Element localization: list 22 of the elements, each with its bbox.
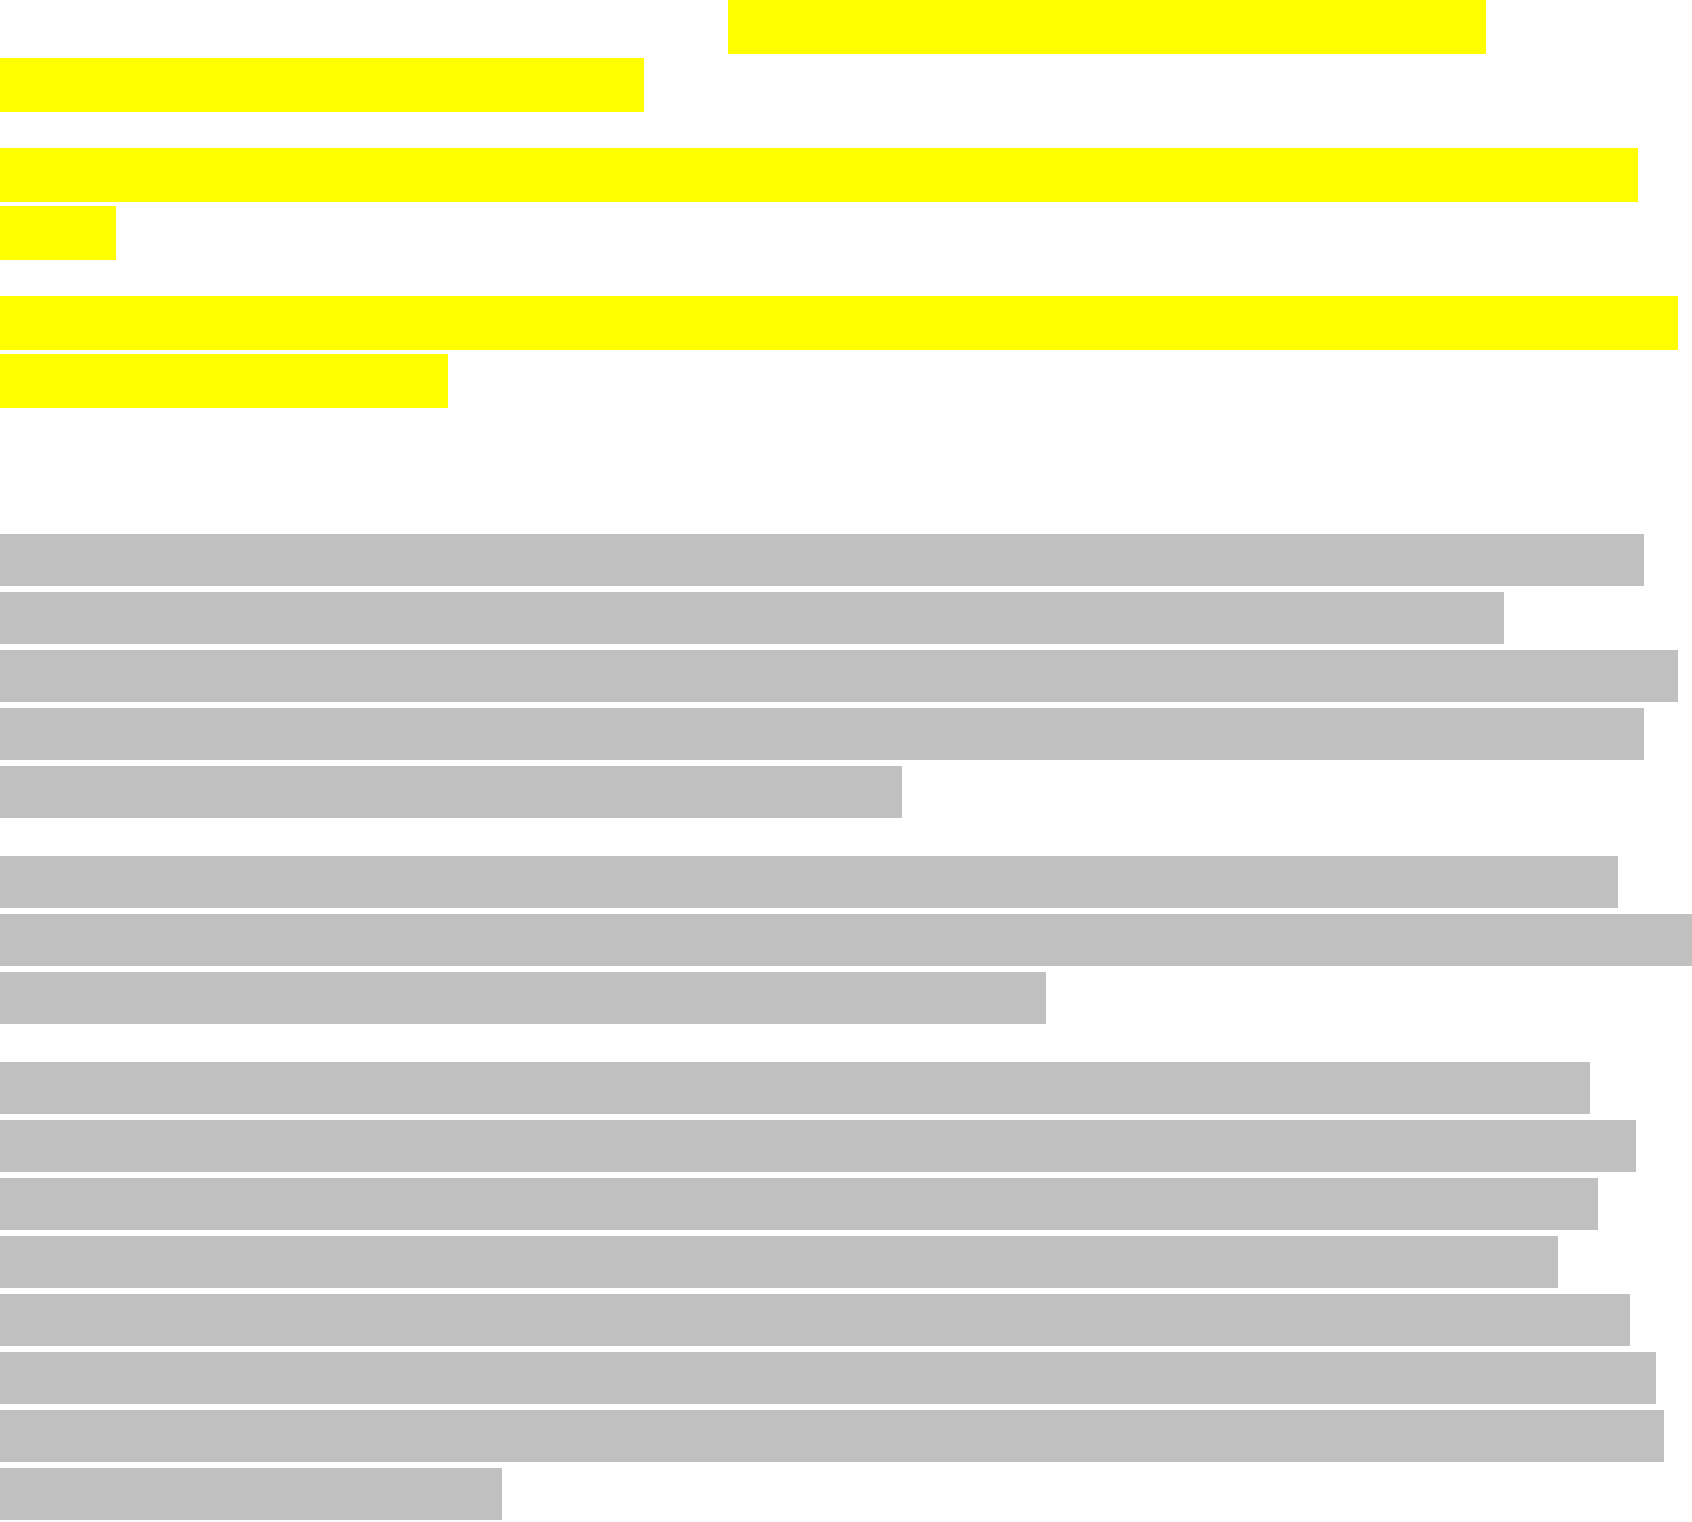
redaction-bar [0,1410,1664,1462]
redaction-bar [0,766,902,818]
highlight-bar [0,296,1678,350]
redaction-bar [0,592,1504,644]
highlight-bar [728,0,1486,54]
redaction-bar [0,1178,1598,1230]
redaction-bar [0,1468,502,1520]
redaction-bar [0,650,1678,702]
redaction-bar [0,1236,1558,1288]
highlight-bar [0,206,116,260]
redaction-bar [0,1120,1636,1172]
redaction-bar [0,534,1644,586]
redaction-bar [0,914,1692,966]
redaction-bar [0,1352,1656,1404]
redaction-bar [0,856,1618,908]
redaction-bar [0,1294,1630,1346]
highlight-bar [0,148,1638,202]
highlight-bar [0,354,448,408]
redaction-bar [0,972,1046,1024]
redaction-bar [0,708,1644,760]
redaction-bar [0,1062,1590,1114]
highlight-bar [0,58,644,112]
